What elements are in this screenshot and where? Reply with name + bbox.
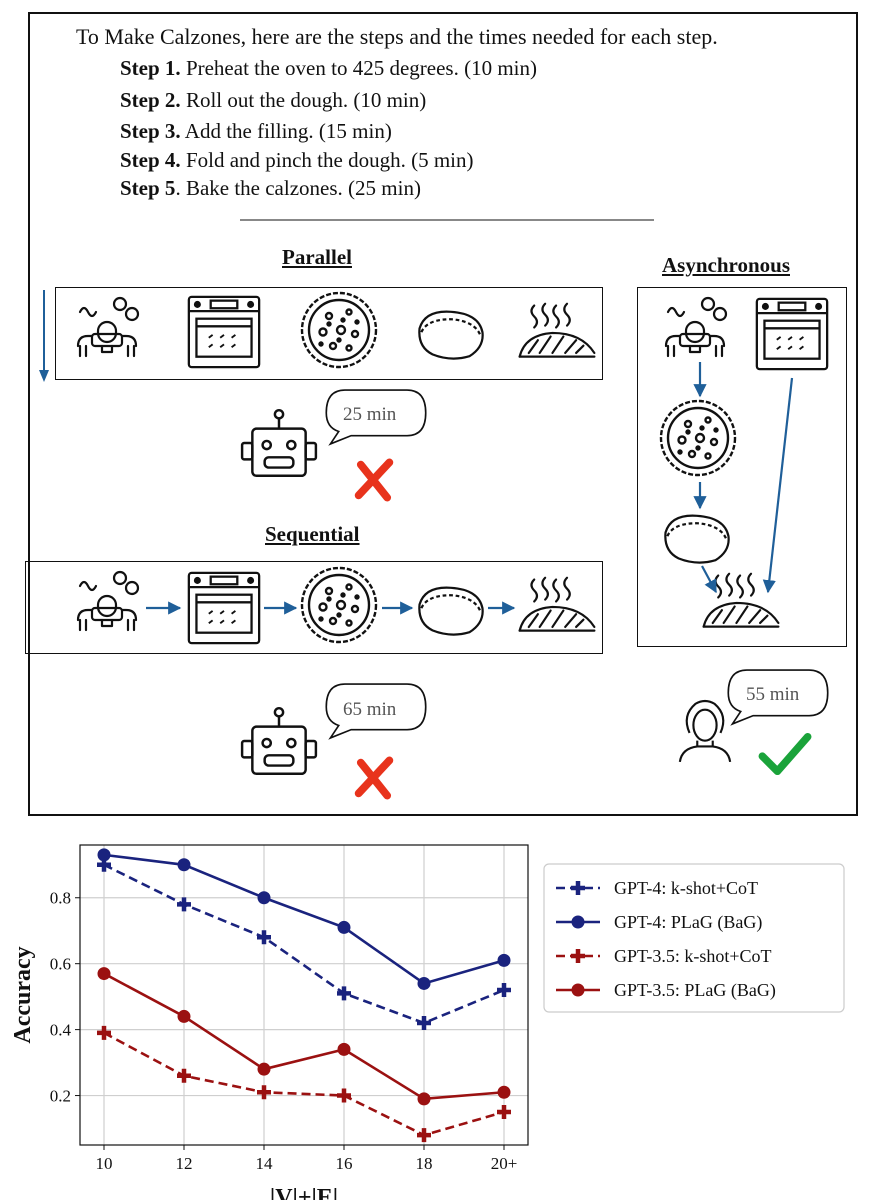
legend-marker [571, 915, 585, 929]
legend-entry: GPT-3.5: k-shot+CoT [556, 946, 772, 966]
legend-entry: GPT-4: k-shot+CoT [556, 878, 758, 898]
step-3: Step 3. Add the filling. (15 min) [120, 119, 392, 143]
data-point [177, 1009, 191, 1023]
series-line [103, 1031, 505, 1137]
data-point [177, 858, 191, 872]
data-point [417, 1128, 431, 1143]
asynchronous-box [637, 287, 847, 647]
legend-label: GPT-3.5: PLaG (BaG) [614, 980, 776, 1001]
parallel-box [55, 287, 603, 380]
chart-legend: GPT-4: k-shot+CoT GPT-4: PLaG (BaG) GPT-3.… [543, 863, 845, 1013]
x-tick-label: 16 [336, 1154, 353, 1173]
data-point [177, 1068, 191, 1083]
series-line [103, 853, 505, 985]
data-point [257, 891, 271, 905]
legend-label: GPT-4: k-shot+CoT [614, 878, 758, 898]
sequential-answer: 65 min [343, 699, 397, 720]
intro-title: To Make Calzones, here are the steps and… [76, 24, 718, 49]
step-5: Step 5. Bake the calzones. (25 min) [120, 176, 421, 200]
step-1: Step 1. Preheat the oven to 425 degrees.… [120, 56, 538, 80]
asynchronous-title: Asynchronous [662, 253, 790, 277]
series-line [103, 972, 505, 1101]
sequential-arrows [146, 601, 516, 615]
y-tick-label: 0.4 [50, 1021, 72, 1040]
parallel-title: Parallel [282, 245, 352, 269]
x-tick-label: 18 [416, 1154, 433, 1173]
data-point [337, 1088, 351, 1103]
x-tick-label: 10 [96, 1154, 113, 1173]
legend-entry: GPT-4: PLaG (BaG) [556, 912, 762, 933]
red-cross-mark-icon [352, 756, 396, 800]
asynchronous-arrows [693, 362, 794, 594]
green-check-mark-icon [758, 732, 812, 776]
chart-series [97, 848, 511, 1143]
data-point [257, 1085, 271, 1100]
data-point [97, 848, 111, 862]
figure-frame [28, 12, 858, 816]
y-tick-label: 0.8 [50, 889, 71, 908]
step-2: Step 2. Roll out the dough. (10 min) [120, 88, 427, 112]
data-point [417, 1016, 431, 1031]
x-tick-label: 14 [256, 1154, 274, 1173]
legend-marker [571, 949, 585, 963]
legend-entry: GPT-3.5: PLaG (BaG) [556, 980, 776, 1001]
series-1 [97, 857, 511, 1031]
data-point [337, 1042, 351, 1056]
data-point [337, 920, 351, 934]
series-line [103, 863, 505, 1025]
robot-icon [238, 706, 320, 778]
divider-line [240, 219, 654, 221]
data-point [497, 953, 511, 967]
y-tick-label: 0.6 [50, 955, 71, 974]
data-point [417, 976, 431, 990]
sequential-title: Sequential [265, 522, 360, 546]
data-point [337, 986, 351, 1001]
data-point [257, 930, 271, 945]
parallel-answer: 25 min [343, 404, 397, 425]
data-point [257, 1062, 271, 1076]
series-3 [97, 1025, 511, 1143]
legend-label: GPT-3.5: k-shot+CoT [614, 946, 772, 966]
data-point [417, 1092, 431, 1106]
data-point [497, 983, 511, 998]
plot-area-frame [79, 844, 529, 1146]
chart-axes: 10 12 14 16 18 20+ 0.2 0.4 0.6 0.8 |V|+|E| Accuracy [10, 889, 517, 1200]
legend-label: GPT-4: PLaG (BaG) [614, 912, 762, 933]
data-point [97, 967, 111, 981]
y-tick-label: 0.2 [50, 1087, 71, 1106]
accuracy-line-chart: 10 12 14 16 18 20+ 0.2 0.4 0.6 0.8 |V|+|E| Accuracy… [10, 844, 845, 1200]
step-4: Step 4. Fold and pinch the dough. (5 min… [120, 148, 474, 172]
sequential-box [25, 561, 603, 654]
x-tick-label: 20+ [491, 1154, 518, 1173]
data-point [497, 1105, 511, 1120]
asynchronous-answer: 55 min [746, 684, 800, 705]
legend-box [543, 863, 845, 1013]
data-point [497, 1085, 511, 1099]
x-axis-label: |V|+|E| [270, 1185, 338, 1200]
y-axis-label: Accuracy [10, 946, 36, 1043]
chart-grid [80, 845, 528, 1145]
legend-marker [571, 983, 585, 997]
legend-marker [571, 881, 585, 895]
series-2 [97, 848, 511, 990]
parallel-arrow [39, 290, 49, 382]
data-point [97, 1025, 111, 1040]
series-4 [97, 967, 511, 1106]
data-point [177, 897, 191, 912]
x-tick-label: 12 [176, 1154, 193, 1173]
